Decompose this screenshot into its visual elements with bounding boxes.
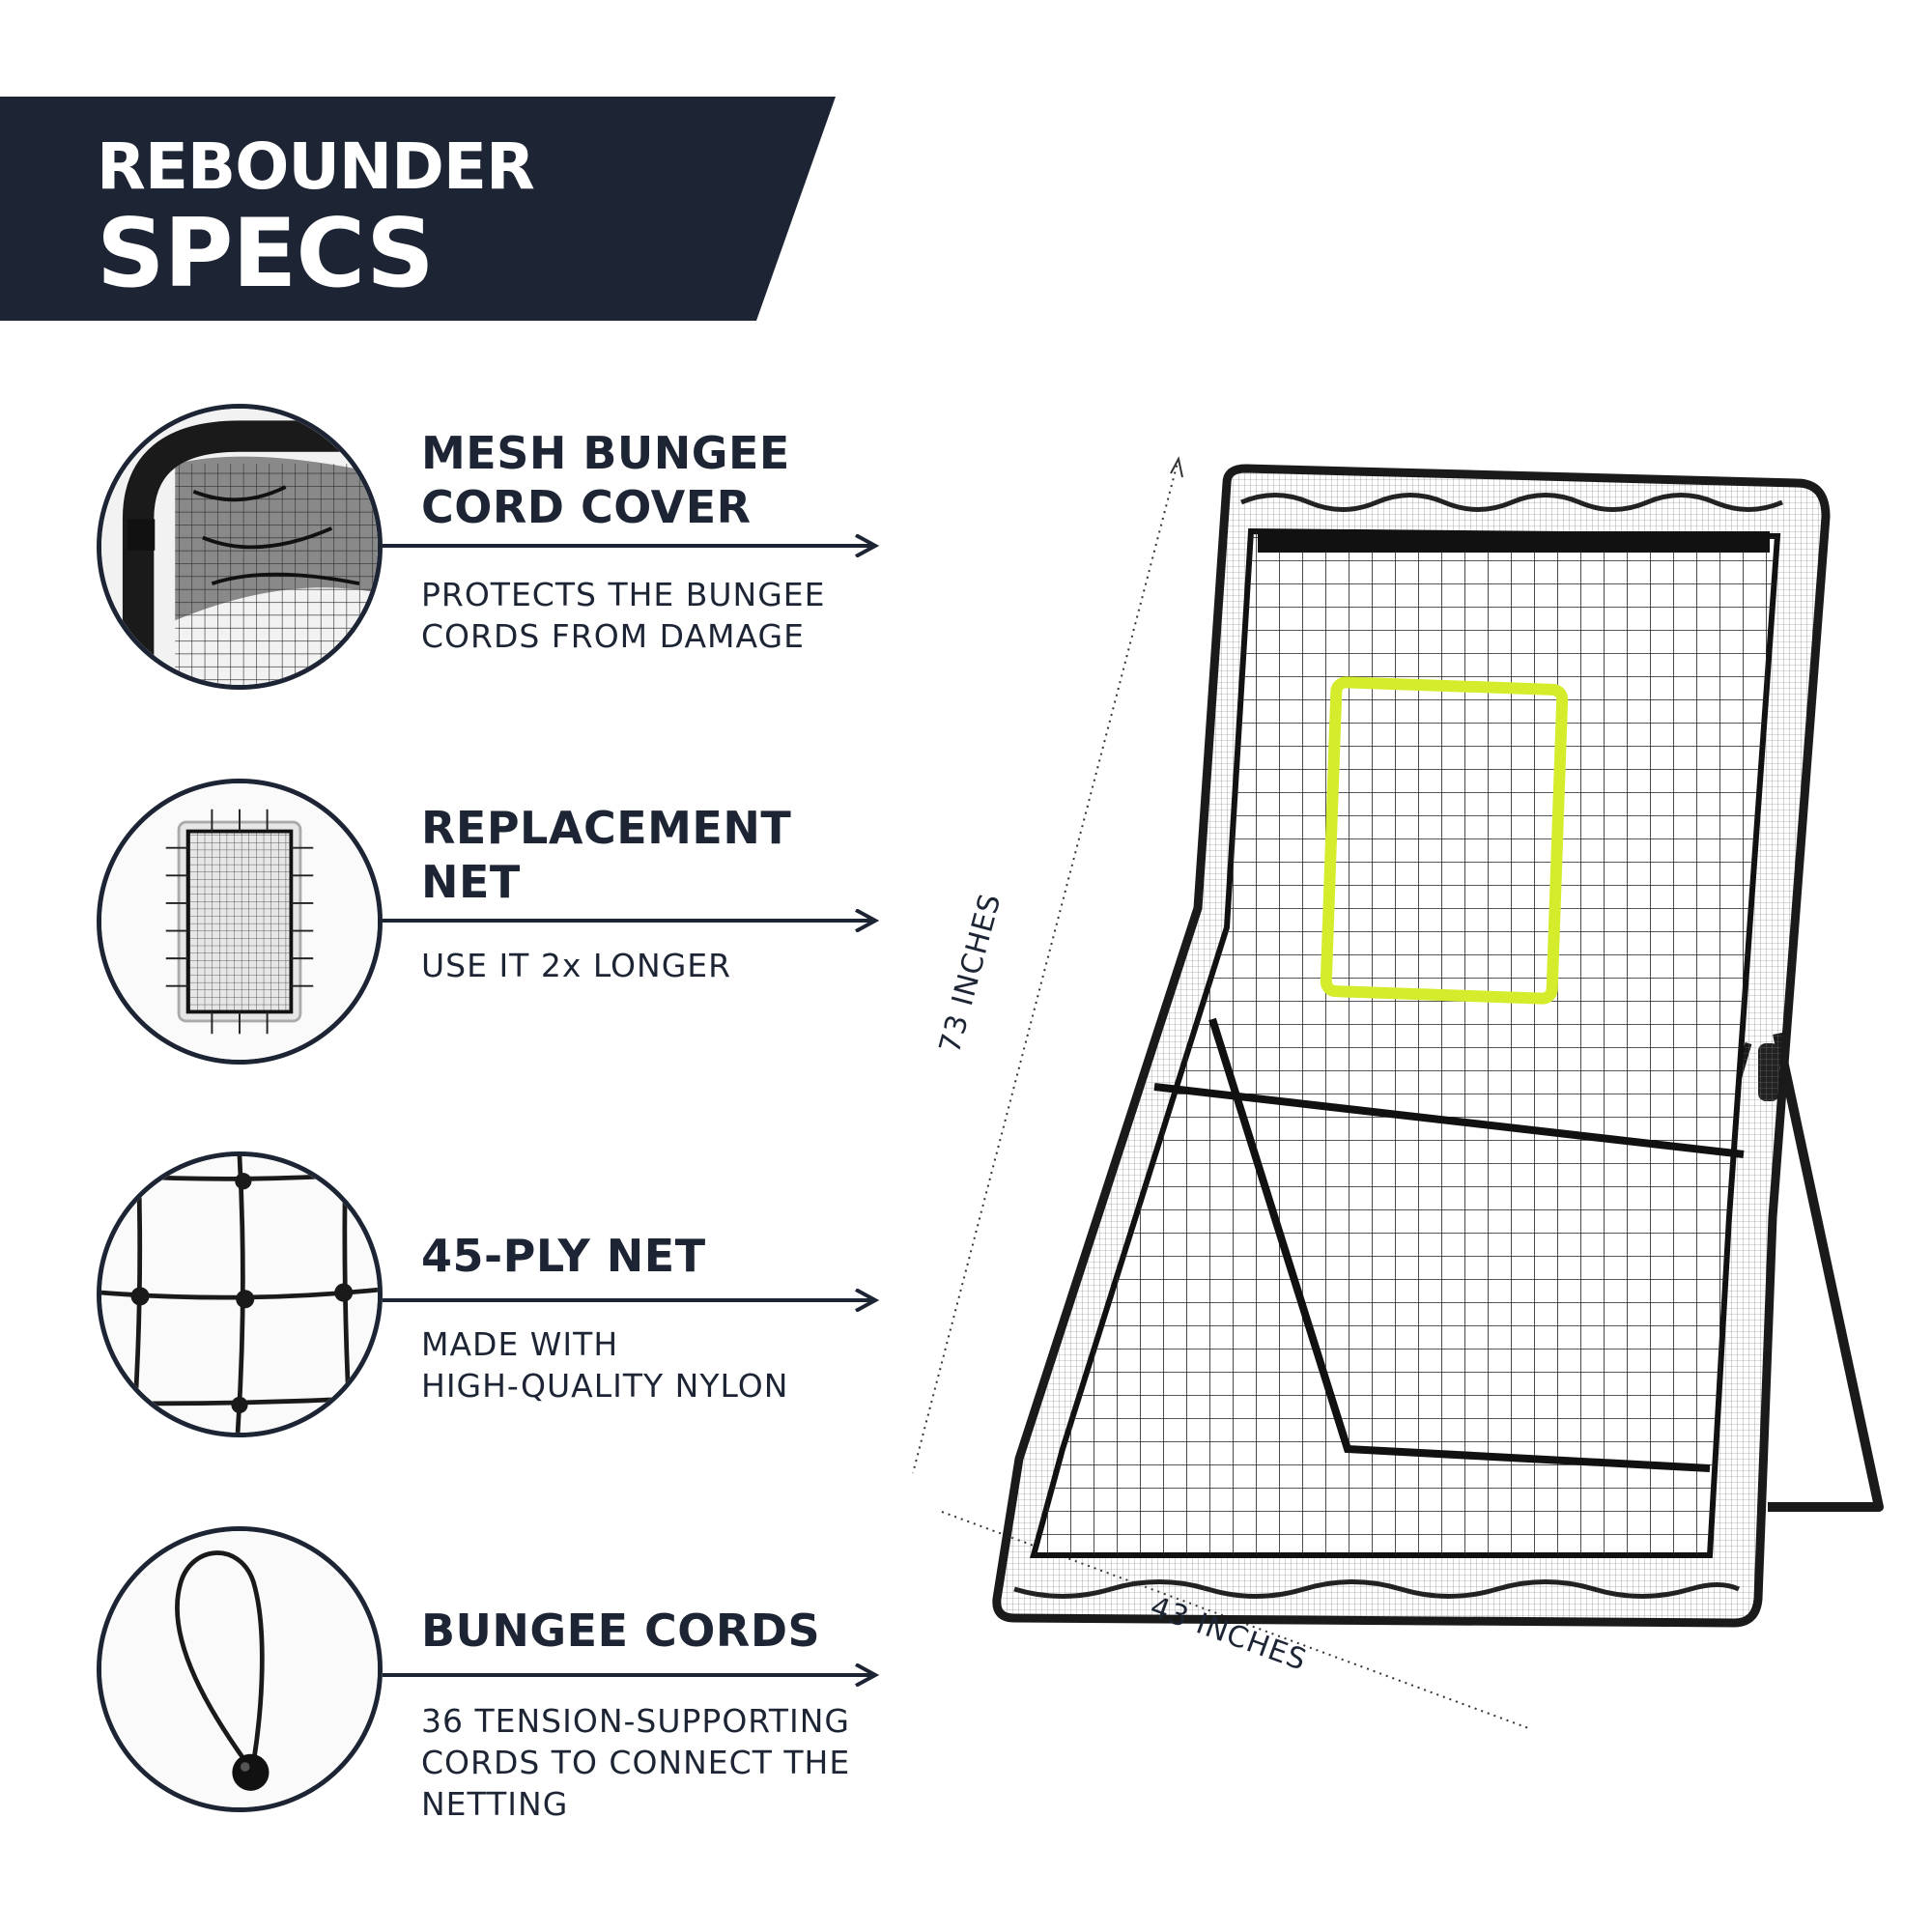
feature-desc-line: 36 TENSION-SUPPORTING bbox=[421, 1702, 850, 1740]
feature-desc-line: NETTING bbox=[421, 1785, 569, 1823]
feature-title-line: REPLACEMENT bbox=[421, 802, 792, 854]
mesh-cover-closeup-icon bbox=[97, 404, 383, 690]
feature-desc-line: CORDS TO CONNECT THE bbox=[421, 1744, 851, 1781]
banner-title-line1: REBOUNDER bbox=[97, 129, 535, 204]
rebounder-product-image: 73 INCHES 43 INCHES bbox=[908, 444, 1893, 1758]
feature-desc-line: HIGH-QUALITY NYLON bbox=[421, 1367, 789, 1405]
arrow-right-icon bbox=[383, 1289, 879, 1312]
feature-mesh-cover: MESH BUNGEE CORD COVER PROTECTS THE BUNG… bbox=[0, 404, 927, 694]
replacement-net-icon bbox=[97, 779, 383, 1065]
feature-desc-line: MADE WITH bbox=[421, 1325, 619, 1363]
banner-background bbox=[0, 97, 836, 321]
bungee-cord-icon bbox=[97, 1526, 383, 1812]
feature-desc-line: CORDS FROM DAMAGE bbox=[421, 617, 805, 655]
feature-title-line: BUNGEE CORDS bbox=[421, 1605, 821, 1657]
feature-replacement-net: REPLACEMENT NET USE IT 2x LONGER bbox=[0, 779, 927, 1068]
arrow-right-icon bbox=[383, 909, 879, 932]
feature-title-line: 45-PLY NET bbox=[421, 1230, 706, 1282]
rebounder-illustration bbox=[912, 456, 1884, 1730]
feature-desc-line: USE IT 2x LONGER bbox=[421, 947, 732, 984]
feature-title-line: MESH BUNGEE bbox=[421, 427, 790, 479]
feature-45-ply-net: 45-PLY NET MADE WITH HIGH-QUALITY NYLON bbox=[0, 1151, 927, 1441]
net-closeup-icon bbox=[97, 1151, 383, 1437]
arrow-right-icon bbox=[383, 1663, 879, 1687]
banner-title-line2: SPECS bbox=[97, 199, 435, 309]
feature-title-line: CORD COVER bbox=[421, 481, 752, 533]
feature-desc-line: PROTECTS THE BUNGEE bbox=[421, 576, 826, 613]
feature-bungee-cords: BUNGEE CORDS 36 TENSION-SUPPORTING CORDS… bbox=[0, 1526, 927, 1845]
feature-title-line: NET bbox=[421, 856, 521, 908]
arrow-right-icon bbox=[383, 534, 879, 557]
header-banner: REBOUNDER SPECS bbox=[0, 97, 836, 321]
